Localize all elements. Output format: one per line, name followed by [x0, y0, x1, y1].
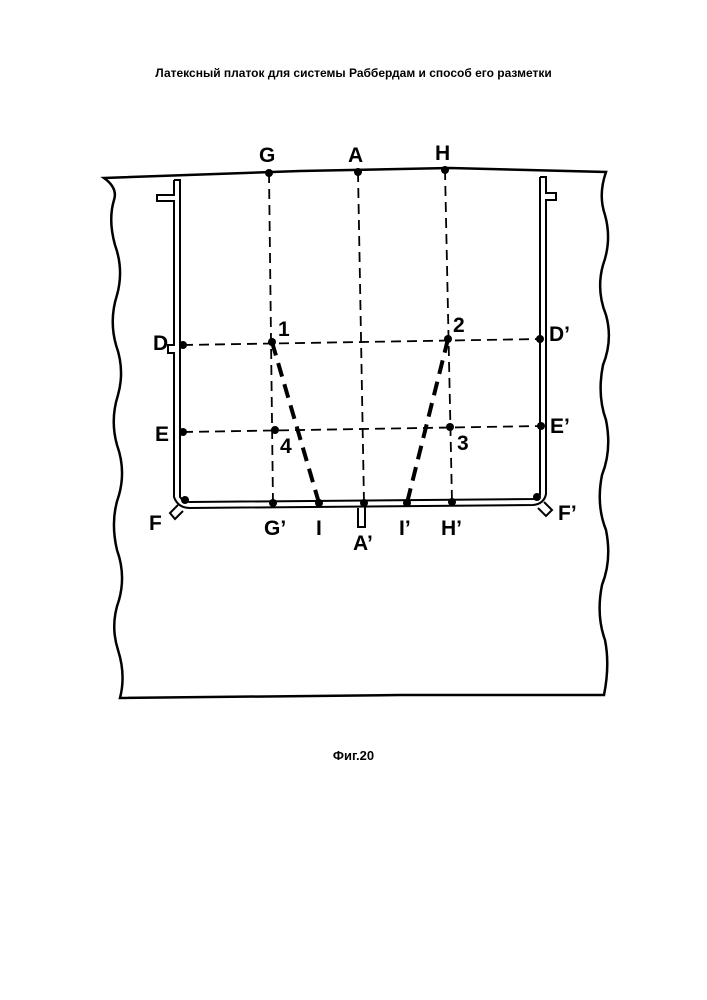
label-F: F — [149, 512, 162, 535]
label-E: E — [155, 423, 169, 446]
label-point-4: 4 — [280, 435, 292, 458]
point-markers — [179, 166, 545, 507]
label-D: D — [153, 332, 168, 355]
figure-caption: Фиг.20 — [0, 748, 707, 763]
label-point-1: 1 — [278, 318, 290, 341]
label-G-prime: G’ — [264, 517, 286, 540]
label-A-prime: A’ — [353, 532, 373, 555]
label-point-2: 2 — [453, 314, 465, 337]
label-D-prime: D’ — [549, 323, 570, 346]
label-F-prime: F’ — [558, 502, 577, 525]
label-I-prime: I’ — [399, 517, 411, 540]
label-E-prime: E’ — [550, 415, 570, 438]
label-H: H — [435, 142, 450, 165]
label-G: G — [259, 144, 275, 167]
construction-lines — [183, 170, 541, 504]
converging-lines — [272, 339, 448, 503]
label-H-prime: H’ — [441, 517, 462, 540]
label-A: A — [348, 144, 363, 167]
label-point-3: 3 — [457, 432, 469, 455]
label-I: I — [316, 517, 322, 540]
dam-frame — [157, 177, 556, 527]
